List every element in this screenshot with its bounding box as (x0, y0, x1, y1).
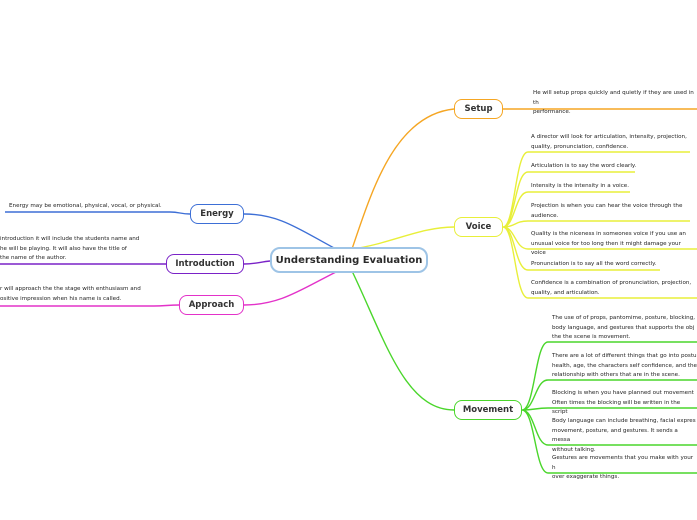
setup-note: He will setup props quickly and quietly … (533, 90, 694, 115)
branch-approach[interactable]: Approach (179, 295, 244, 315)
connector-voice-notes (502, 151, 697, 299)
connector-energy (243, 213, 337, 250)
voice-note: Projection is when you can hear the voic… (531, 203, 683, 219)
connector-movement (351, 270, 455, 411)
branch-energy[interactable]: Energy (190, 204, 244, 224)
central-topic[interactable]: Understanding Evaluation (270, 247, 428, 273)
introduction-note: introduction it will include the student… (0, 236, 140, 261)
branch-voice[interactable]: Voice (454, 217, 503, 237)
voice-note: Intensity is the intensity in a voice. (531, 183, 630, 189)
voice-note: A director will look for articulation, i… (531, 134, 687, 150)
connector-energy-note (5, 211, 191, 215)
movement-note: Blocking is when you have planned out mo… (552, 390, 694, 415)
connector-setup (351, 108, 455, 250)
voice-note: Articulation is to say the word clearly. (531, 163, 637, 169)
connector-movement-notes (521, 341, 697, 474)
movement-note: Body language can include breathing, fac… (552, 418, 696, 453)
connector-approach-note (0, 304, 180, 307)
connector-voice (351, 226, 455, 250)
branch-introduction[interactable]: Introduction (166, 254, 244, 274)
movement-note: Gestures are movements that you make wit… (552, 455, 694, 480)
connector-approach (243, 271, 337, 306)
movement-note: There are a lot of different things that… (552, 353, 697, 378)
branch-setup[interactable]: Setup (454, 99, 503, 119)
movement-note: The use of of props, pantomime, posture,… (552, 315, 696, 340)
branch-movement[interactable]: Movement (454, 400, 522, 420)
voice-note: Quality is the niceness in someones voic… (531, 231, 686, 256)
connector-introduction (243, 260, 271, 265)
approach-note: r will approach the the stage with enthu… (0, 286, 141, 302)
voice-note: Pronunciation is to say all the word cor… (531, 261, 657, 267)
energy-note: Energy may be emotional, physical, vocal… (9, 203, 162, 209)
voice-note: Confidence is a combination of pronuncia… (531, 280, 692, 296)
